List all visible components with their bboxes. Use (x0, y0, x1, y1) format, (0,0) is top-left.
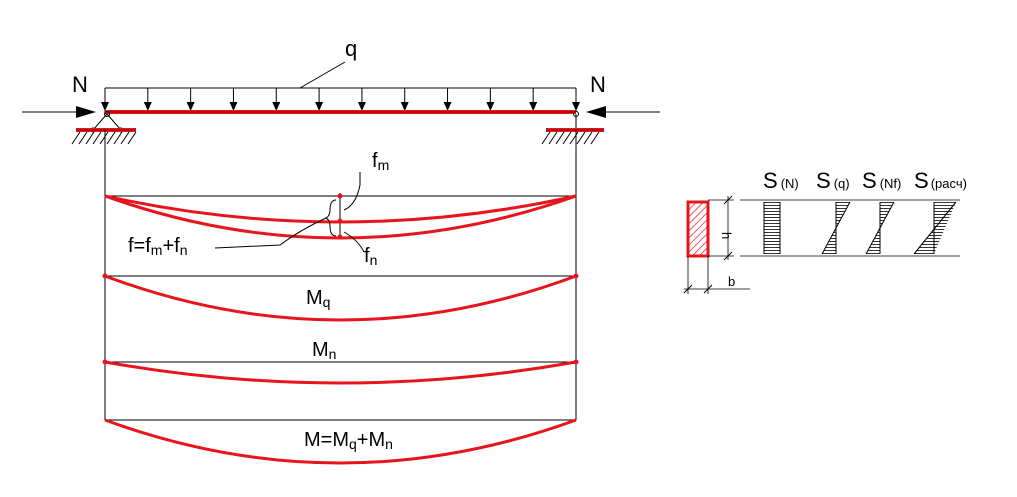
load-arrow (443, 88, 452, 111)
mq-curve (104, 274, 577, 322)
fm-label: fm (372, 150, 389, 173)
load-arrow (229, 88, 238, 111)
stress-n-label: S(N) (763, 168, 799, 193)
stress-total-label: S(расч) (914, 168, 967, 193)
mq-label: Mq (306, 287, 330, 310)
fn-label: fn (364, 245, 377, 268)
n-right-label: N (590, 72, 606, 97)
moment-mq-diagram: Mq (102, 273, 579, 322)
load-arrow (315, 88, 324, 111)
ground-hatch-right (541, 131, 600, 145)
q-leader (299, 61, 346, 89)
load-arrow (400, 88, 409, 111)
m-total-label: M=Mq+Mn (304, 429, 393, 452)
m-total-curve (104, 418, 577, 465)
arrow-right-icon (76, 106, 96, 118)
q-label: q (345, 36, 357, 61)
stress-total-shape (934, 202, 956, 254)
right-support (541, 111, 604, 145)
stress-diagrams: S(N) S(q) S(Nf) S(расч) (740, 168, 967, 257)
f-total-label: f=fm+fn (128, 235, 188, 258)
cross-section: h b (683, 195, 750, 294)
moment-mn-diagram: Mn (102, 339, 579, 385)
deflection-diagram: fm fn f=fm+fn (104, 150, 577, 268)
load-arrow (529, 88, 538, 111)
load-arrow (486, 88, 495, 111)
moment-total-diagram: M=Mq+Mn (104, 418, 577, 465)
left-support (71, 111, 137, 145)
stress-nf-label: S(Nf) (862, 168, 901, 193)
arrow-left-icon (586, 106, 606, 118)
axial-force-left: N (22, 72, 96, 118)
b-label: b (728, 274, 735, 289)
stress-q-label: S(q) (816, 168, 850, 193)
load-arrow (272, 88, 281, 111)
n-left-label: N (72, 72, 88, 97)
mn-label: Mn (312, 339, 336, 362)
load-arrows (101, 88, 580, 111)
load-arrow (572, 88, 580, 111)
load-arrow (357, 88, 366, 111)
ground-hatch-left (71, 131, 137, 145)
mn-curve (104, 360, 577, 385)
axial-force-right: N (586, 72, 660, 118)
stress-n-shape (764, 202, 780, 254)
load-diagram: q (101, 36, 580, 114)
brace (324, 199, 337, 237)
load-arrow (186, 88, 195, 111)
section-rect (686, 200, 710, 258)
load-arrow (101, 88, 109, 111)
load-arrow (143, 88, 152, 111)
h-label: h (719, 232, 734, 239)
